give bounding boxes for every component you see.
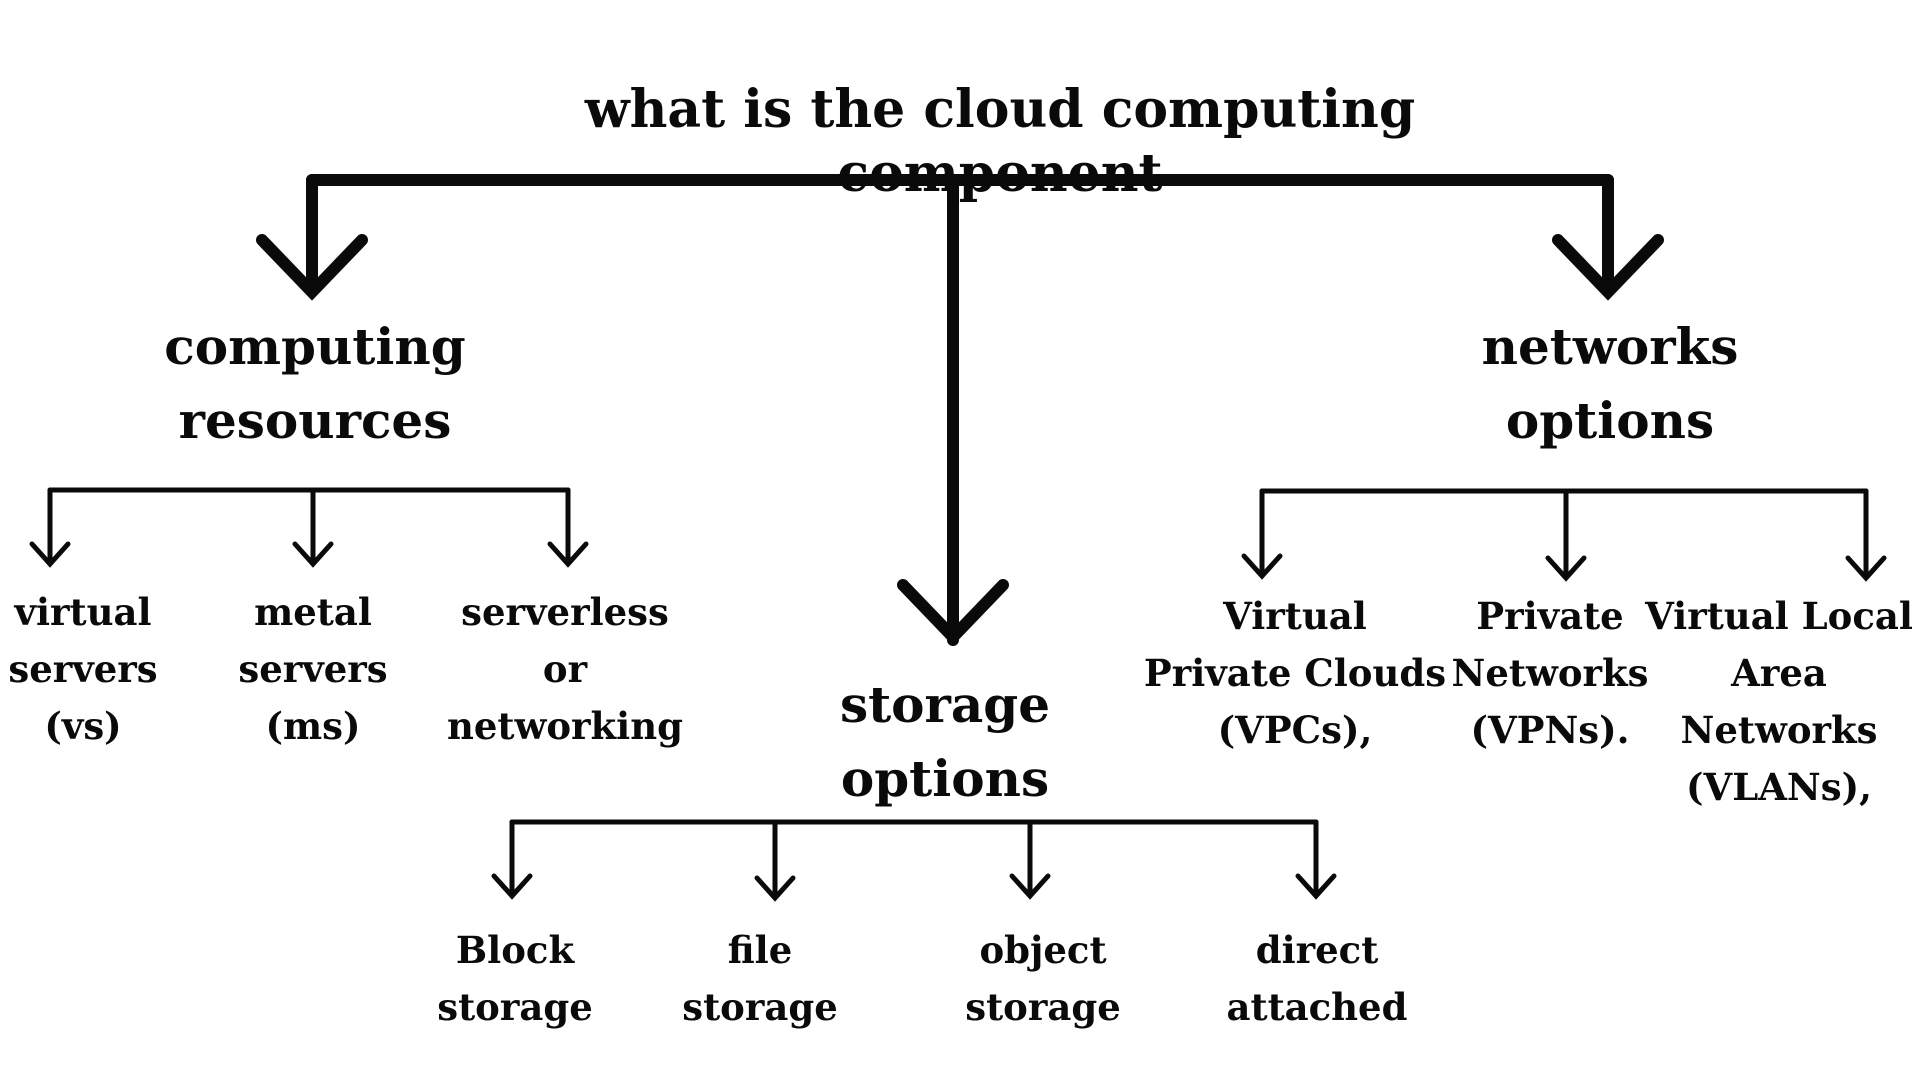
networks-stem-3 [1845, 488, 1887, 582]
leaf-file-storage: file storage [682, 928, 838, 1029]
computing-stem-3 [547, 487, 589, 568]
networks-stem-1 [1241, 488, 1283, 580]
leaf-virtual-servers: virtual servers (vs) [8, 590, 158, 748]
branch-storage-label: storage options [839, 675, 1051, 808]
branch-computing-label: computing resources [164, 317, 466, 450]
leaf-serverless: serverless or networking [446, 590, 684, 748]
arrowhead-computing [256, 234, 368, 301]
leaf-vpcs: Virtual Private Clouds (VPCs), [1143, 594, 1447, 752]
arrowhead-storage [897, 579, 1009, 646]
storage-stem-4 [1295, 819, 1337, 900]
leaf-vpns: Private Networks (VPNs). [1451, 594, 1649, 752]
leaf-metal-servers: metal servers (ms) [238, 590, 388, 748]
leaf-direct-attached: direct attached [1226, 928, 1408, 1029]
computing-stem-2 [292, 487, 334, 568]
branch-networks-label: networks options [1481, 317, 1739, 450]
leaf-object-storage: object storage [965, 928, 1121, 1029]
storage-stem-3 [1009, 819, 1051, 900]
diagram-title: what is the cloud computing component [584, 79, 1416, 204]
arrowhead-networks [1552, 234, 1664, 301]
computing-stem-1 [29, 487, 71, 568]
leaf-block-storage: Block storage [437, 928, 593, 1029]
storage-stem-2 [754, 819, 796, 902]
storage-stem-1 [491, 819, 533, 900]
leaf-vlans: Virtual Local Area Networks (VLANs), [1645, 594, 1913, 809]
networks-stem-2 [1545, 488, 1587, 582]
